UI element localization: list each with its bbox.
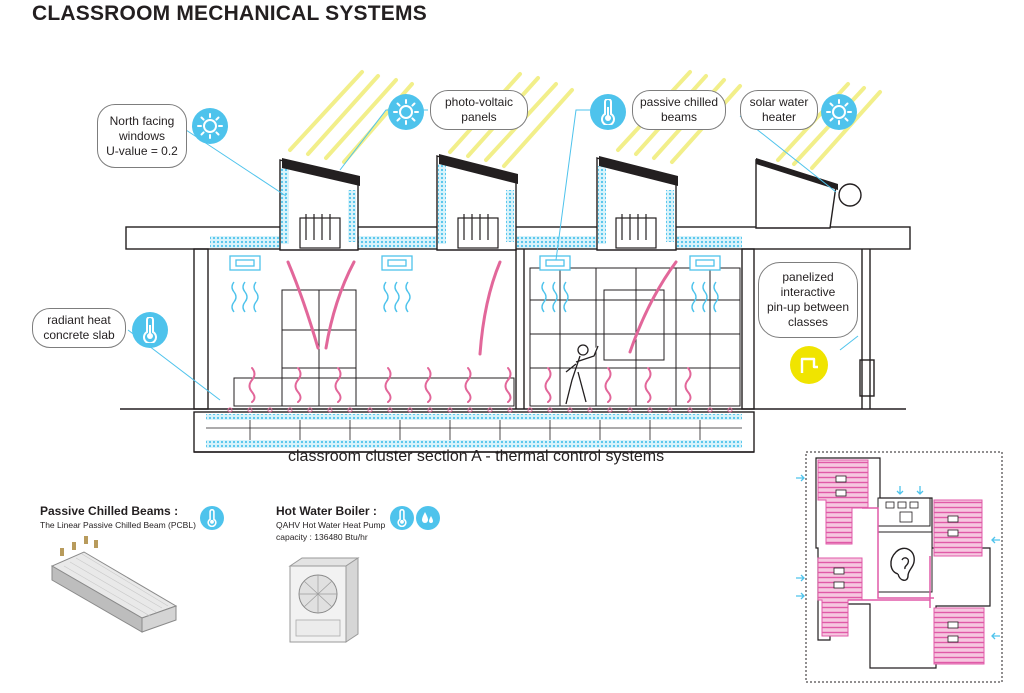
walls (120, 248, 906, 453)
floor-plan-vents (796, 474, 1000, 640)
floor-plan (805, 451, 1003, 683)
cool-air-waves (231, 281, 719, 313)
pinup-label: panelized interactive pin-up between cla… (758, 262, 858, 338)
sun-icon (821, 94, 857, 130)
pinup-icon (790, 346, 828, 384)
clerestories (279, 155, 837, 251)
interior-shelving (233, 267, 741, 407)
chilled-beams-label: passive chilled beams (632, 90, 726, 130)
solar-heater-label: solar water heater (740, 90, 818, 130)
boiler-product-title: Hot Water Boiler : (276, 504, 377, 518)
boiler-product-subtitle: QAHV Hot Water Heat Pump capacity : 1364… (276, 520, 386, 542)
boiler-product-image (288, 557, 360, 643)
vent-louvers (299, 214, 657, 249)
solar-heater-tank (838, 183, 862, 207)
floor-plan-tables (833, 475, 959, 643)
chilled-beam-product-subtitle: The Linear Passive Chilled Beam (PCBL) (40, 520, 196, 530)
heat-waves (248, 367, 692, 403)
pv-panels-label: photo-voltaic panels (430, 90, 528, 130)
floor-slab-insulation (206, 414, 742, 448)
chilled-beam-product-title: Passive Chilled Beams : (40, 504, 179, 518)
ear-icon (890, 547, 915, 581)
sun-icon (388, 94, 424, 130)
thermometer-icon (590, 94, 626, 130)
pv-panels (282, 154, 838, 190)
section-caption: classroom cluster section A - thermal co… (288, 448, 665, 465)
thermometer-icon (200, 506, 224, 530)
thermometer-icon (132, 312, 168, 348)
floor-joists (206, 420, 742, 440)
page-title: CLASSROOM MECHANICAL SYSTEMS (32, 2, 427, 25)
chilled-beam-units (229, 255, 721, 271)
water-drops-icon (416, 506, 440, 530)
north-windows-label: North facing windows U-value = 0.2 (97, 104, 187, 168)
radiant-slab-label: radiant heat concrete slab (32, 308, 126, 348)
radiant-slab-dots (227, 407, 733, 413)
clerestory-glass (281, 164, 674, 244)
person-figure (565, 344, 599, 405)
thermometer-icon (390, 506, 414, 530)
chilled-beam-product-image (50, 536, 178, 633)
airflow-arrows (286, 260, 678, 356)
floor-plan-radiant-zones (817, 459, 985, 665)
sun-icon (192, 108, 228, 144)
roof-insulation (210, 236, 742, 248)
floor-plan-ducts (848, 507, 934, 608)
